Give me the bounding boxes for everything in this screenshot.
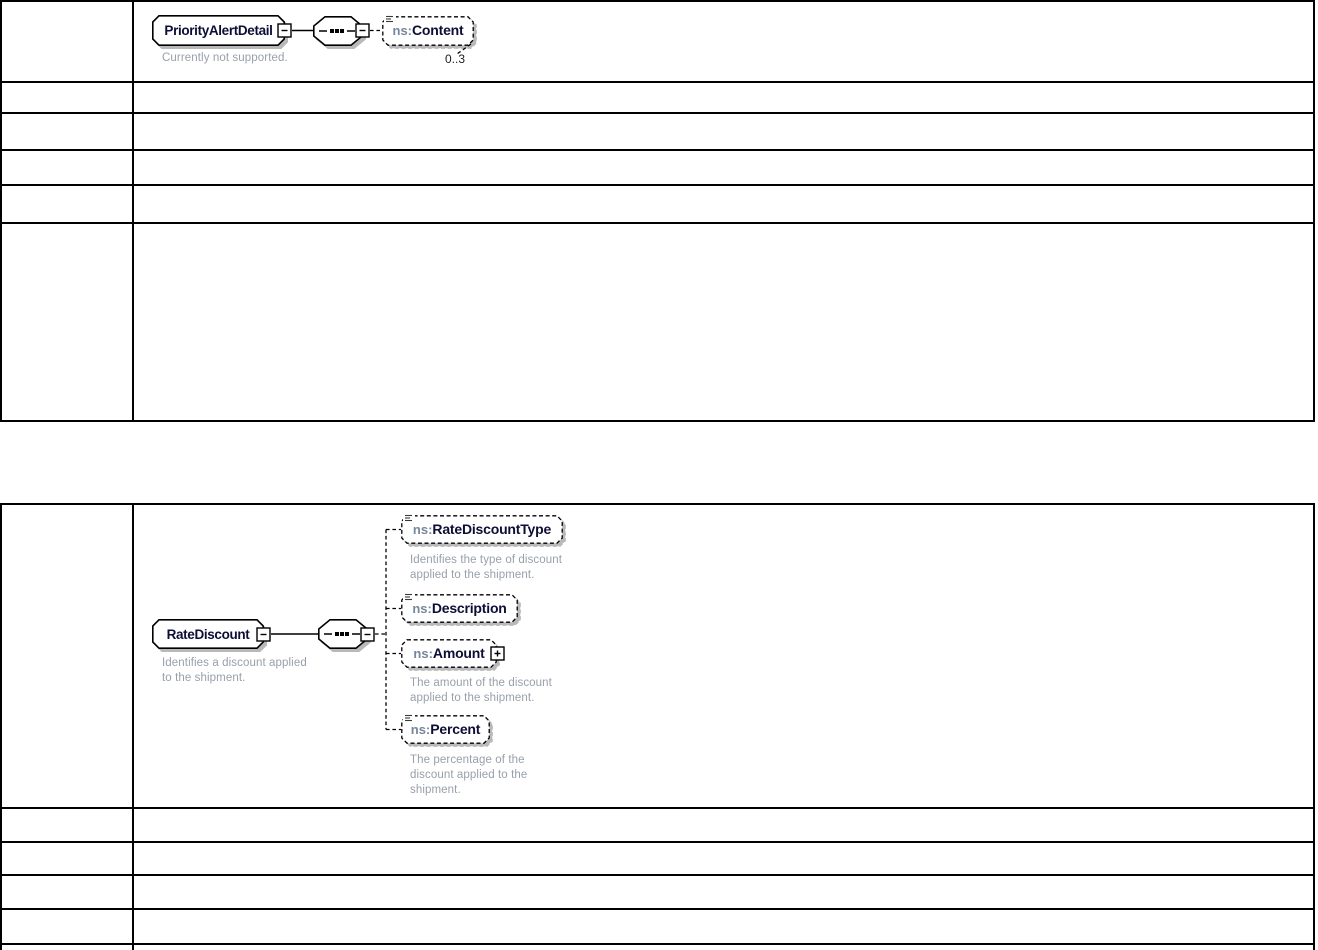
row-content-cell <box>134 945 1313 950</box>
element-name: PriorityAlertDetail <box>164 23 273 38</box>
table-row-diagram <box>2 505 1313 809</box>
table-row <box>2 114 1313 151</box>
element-name: RateDiscountType <box>432 520 552 537</box>
element-annotation: The amount of the discount applied to th… <box>410 677 552 705</box>
table-row <box>2 809 1313 843</box>
text-content-icon <box>384 11 396 29</box>
diagram-cell <box>134 505 1313 807</box>
row-content-cell <box>134 186 1313 222</box>
element-outline <box>152 15 285 46</box>
row-content-cell <box>134 843 1313 874</box>
minus-icon <box>360 626 375 642</box>
namespace-prefix: ns: <box>412 521 433 537</box>
text-content-icon <box>403 589 415 607</box>
row-content-cell <box>134 114 1313 149</box>
text-content-icon <box>403 710 415 728</box>
row-label-cell <box>2 224 134 420</box>
schema-table-priority-alert-detail <box>0 0 1315 422</box>
row-label-cell <box>2 505 134 807</box>
row-content-cell <box>134 910 1313 943</box>
collapse-button[interactable] <box>355 23 370 38</box>
schema-table-rate-discount <box>0 503 1315 950</box>
minus-icon <box>256 626 271 642</box>
schema-child-element-description[interactable]: ns:Description <box>401 592 518 623</box>
diagram-cell <box>134 2 1313 81</box>
element-name: Amount <box>432 644 485 661</box>
row-label-cell <box>2 809 134 841</box>
element-annotation: Currently not supported. <box>162 52 288 64</box>
row-label-cell <box>2 2 134 81</box>
row-content-cell <box>134 809 1313 841</box>
optional-element-outline <box>401 715 490 744</box>
namespace-prefix: ns: <box>410 721 431 737</box>
namespace-prefix: ns: <box>412 600 432 616</box>
text-content-icon <box>403 510 415 528</box>
namespace-prefix: ns: <box>392 22 413 38</box>
row-content-cell <box>134 876 1313 908</box>
element-annotation: The percentage of the discount applied t… <box>410 754 528 797</box>
sequence-octagon <box>313 15 363 46</box>
element-annotation: Identifies a discount applied to the shi… <box>162 657 307 685</box>
schema-child-element-percent[interactable]: ns:Percent <box>401 713 490 744</box>
element-name: Content <box>412 21 464 38</box>
row-content-cell <box>134 151 1313 184</box>
row-label-cell <box>2 876 134 908</box>
row-content-cell <box>134 83 1313 112</box>
sequence-compositor <box>318 619 368 649</box>
plus-icon <box>490 646 505 661</box>
table-row <box>2 224 1313 420</box>
schema-child-element-ratediscounttype[interactable]: ns:RateDiscountType <box>401 513 563 544</box>
table-row <box>2 151 1313 186</box>
element-outline <box>152 619 264 649</box>
optional-element-outline <box>401 594 518 623</box>
schema-child-element-amount[interactable]: ns:Amount <box>401 639 497 668</box>
cardinality-label: 0..3 <box>444 52 465 66</box>
table-row <box>2 876 1313 910</box>
sequence-compositor <box>313 15 363 46</box>
table-row <box>2 910 1313 945</box>
row-label-cell <box>2 843 134 874</box>
row-label-cell <box>2 910 134 943</box>
row-label-cell <box>2 151 134 184</box>
collapse-button[interactable] <box>277 23 292 38</box>
minus-icon <box>277 23 292 38</box>
expand-button[interactable] <box>490 646 505 661</box>
collapse-button[interactable] <box>360 626 375 642</box>
row-label-cell <box>2 945 134 950</box>
schema-element-priorityalertdetail[interactable]: PriorityAlertDetail <box>152 15 285 46</box>
table-row <box>2 843 1313 876</box>
element-name: RateDiscount <box>166 626 250 642</box>
row-label-cell <box>2 186 134 222</box>
table-row <box>2 83 1313 114</box>
element-name: Description <box>431 599 507 616</box>
row-content-cell <box>134 224 1313 420</box>
sequence-octagon <box>318 619 368 649</box>
table-row <box>2 186 1313 224</box>
collapse-button[interactable] <box>256 626 271 642</box>
row-label-cell <box>2 114 134 149</box>
element-annotation: Identifies the type of discount applied … <box>410 554 563 582</box>
namespace-prefix: ns: <box>413 645 433 661</box>
row-label-cell <box>2 83 134 112</box>
element-name: Percent <box>430 720 481 737</box>
table-row <box>2 945 1313 950</box>
schema-child-element-content[interactable]: ns:Content <box>382 13 474 46</box>
table-row-diagram <box>2 2 1313 83</box>
minus-icon <box>355 23 370 38</box>
schema-element-ratediscount[interactable]: RateDiscount <box>152 619 264 649</box>
optional-element-outline <box>401 639 497 668</box>
optional-element-outline <box>401 515 563 544</box>
